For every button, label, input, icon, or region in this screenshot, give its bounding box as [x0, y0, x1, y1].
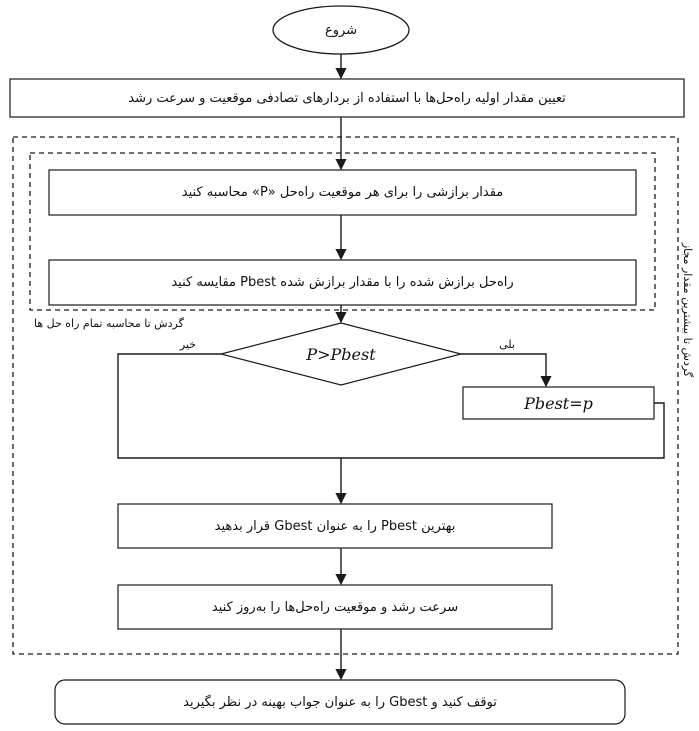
yes-label: بلی [499, 337, 515, 351]
init-box [9, 78, 685, 118]
start-label: شروع [324, 22, 358, 38]
inner-loop-label: گردش تا محاسبه تمام راه حل ها [34, 316, 184, 330]
set-gbest-label: بهترین Pbest را به عنوان Gbest قرار بدهی… [214, 518, 456, 534]
stop-label: توقف کنید و Gbest را به عنوان جواب بهینه… [183, 694, 497, 710]
compare-box [48, 259, 637, 306]
outer-loop-box [12, 136, 679, 655]
decision-diamond [218, 322, 464, 386]
inner-loop-box [29, 152, 656, 311]
init-label: تعیین مقدار اولیه راه‌حل‌ها با استفاده ا… [128, 90, 566, 106]
line-no-branch [117, 353, 341, 459]
fitness-box [48, 169, 637, 216]
outer-loop-label: گردش تا بیشترین مقدار مجاز [681, 242, 695, 378]
update-box [117, 584, 553, 630]
arrow-yes-branch [461, 353, 552, 388]
decision-label: P>Pbest [306, 344, 376, 364]
compare-label: راه‌حل برازش شده را با مقدار برازش شده P… [171, 275, 514, 290]
update-label: سرعت رشد و موقعیت راه‌حل‌ها را به‌روز کن… [211, 599, 459, 615]
fitness-label: مقدار برازشی را برای هر موقعیت راه‌حل «P… [181, 185, 504, 200]
line-assign-merge [341, 402, 665, 459]
set-gbest-box [117, 503, 553, 549]
no-label: خیر [179, 337, 197, 351]
assign-pbest-label: Pbest=p [524, 393, 593, 413]
